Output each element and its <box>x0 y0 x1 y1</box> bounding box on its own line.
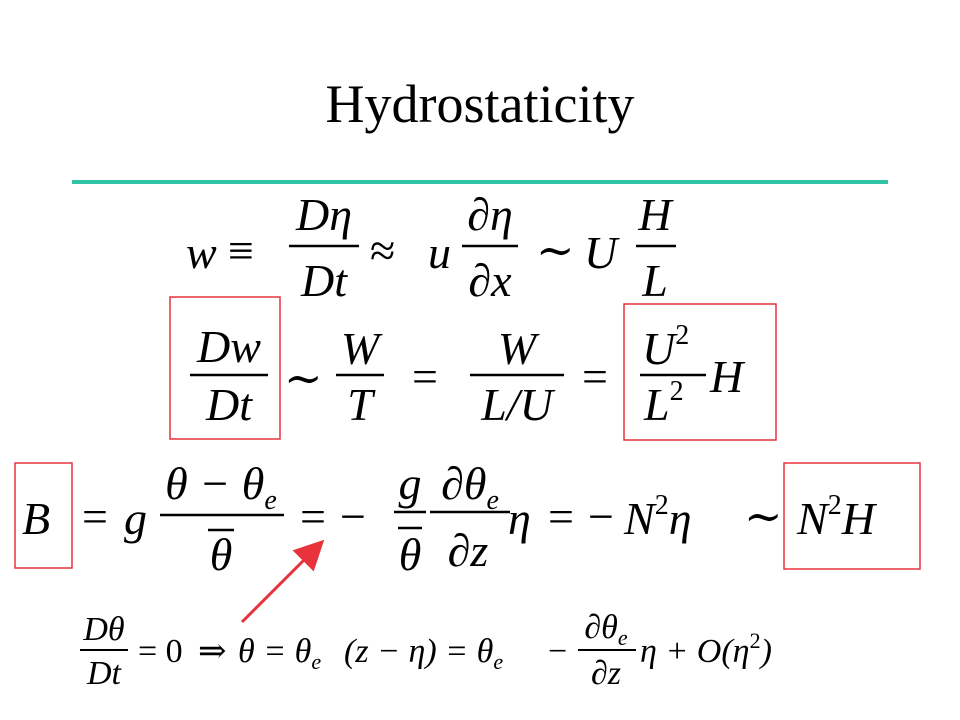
eq3-frac2-num: g <box>399 458 422 509</box>
eq1-frac3-num: H <box>637 189 674 240</box>
eq4-middle: (z − η) = θe <box>344 633 503 674</box>
equation-displacement-derivation: Dθ Dt = 0 ⇒ θ = θe (z − η) = θe − ∂θe ∂z… <box>80 609 772 692</box>
eq2-frac2-num: W <box>341 323 383 374</box>
eq3-frac1-den: θ <box>210 529 233 580</box>
eq3-frac3-den: ∂z <box>448 525 489 576</box>
eq3-equals-c: = <box>548 491 574 542</box>
eq3-B: B <box>22 493 50 544</box>
eq1-equiv: ≡ <box>228 225 254 276</box>
equation-buoyancy: B = g θ − θe θ = − g θ ∂θe ∂z η = − N2η … <box>14 458 921 580</box>
eq4-implies: ⇒ <box>198 633 227 670</box>
eq4-tail: η + O(η2) <box>640 628 772 670</box>
eq3-equals-b: = <box>300 491 326 542</box>
eq1-frac2-num: ∂η <box>467 189 513 240</box>
eq3-eta-a: η <box>508 493 531 544</box>
eq3-box-left <box>14 462 73 569</box>
eq4-frac2-den: ∂z <box>591 655 621 692</box>
slide-title: Hydrostaticity <box>325 74 635 134</box>
eq4-equals-zero: = 0 <box>138 633 183 670</box>
eq1-U: U <box>584 227 620 278</box>
eq3-frac3-num: ∂θe <box>441 458 499 516</box>
eq3-minus-a: − <box>340 491 366 542</box>
eq3-equals-a: = <box>82 491 108 542</box>
eq1-w: w <box>186 227 217 278</box>
eq2-frac4-den: L2 <box>643 376 684 430</box>
eq1-frac3-den: L <box>641 255 668 306</box>
eq4-theta-lhs: θ = θe <box>238 633 321 674</box>
eq3-box-right <box>783 462 921 570</box>
eq4-frac1-num: Dθ <box>82 611 124 648</box>
eq2-H: H <box>709 351 746 402</box>
eq1-frac1-num: Dη <box>295 189 352 240</box>
eq1-approx: ≈ <box>370 225 395 276</box>
eq2-box-left <box>169 296 281 440</box>
eq3-sim: ∼ <box>744 491 783 542</box>
eq2-frac1-den: Dt <box>205 379 253 430</box>
eq4-frac1-den: Dt <box>86 655 123 692</box>
eq1-u: u <box>428 227 451 278</box>
eq3-frac1-num: θ − θe <box>165 458 277 516</box>
eq2-frac2-den: T <box>347 379 376 430</box>
equation-vertical-velocity: w ≡ Dη Dt ≈ u ∂η ∂x ∼ U H L <box>186 189 676 306</box>
eq2-frac3-num: W <box>498 323 540 374</box>
eq4-frac2-num: ∂θe <box>584 609 628 650</box>
eq2-frac3-den: L/U <box>480 379 555 430</box>
eq3-N-a: N2η <box>623 490 692 544</box>
eq2-equals-b: = <box>582 351 608 402</box>
title-underline <box>72 180 888 184</box>
eq2-box-right <box>623 303 777 441</box>
derivation-arrow <box>240 539 325 624</box>
eq1-frac2-den: ∂x <box>468 255 512 306</box>
eq4-minus: − <box>548 633 567 670</box>
eq2-frac1-num: Dw <box>196 321 261 372</box>
eq1-frac1-den: Dt <box>300 255 348 306</box>
eq1-sim: ∼ <box>536 225 575 276</box>
eq3-N-b: N2H <box>796 490 878 544</box>
eq3-g: g <box>124 493 147 544</box>
eq3-frac2-den: θ <box>399 529 422 580</box>
eq2-sim: ∼ <box>284 353 323 404</box>
eq2-frac4-num: U2 <box>642 320 689 374</box>
eq3-minus-b: − <box>588 491 614 542</box>
equation-vertical-acceleration: Dw Dt ∼ W T = W L/U = U2 L2 H <box>169 296 777 441</box>
eq2-equals-a: = <box>412 351 438 402</box>
